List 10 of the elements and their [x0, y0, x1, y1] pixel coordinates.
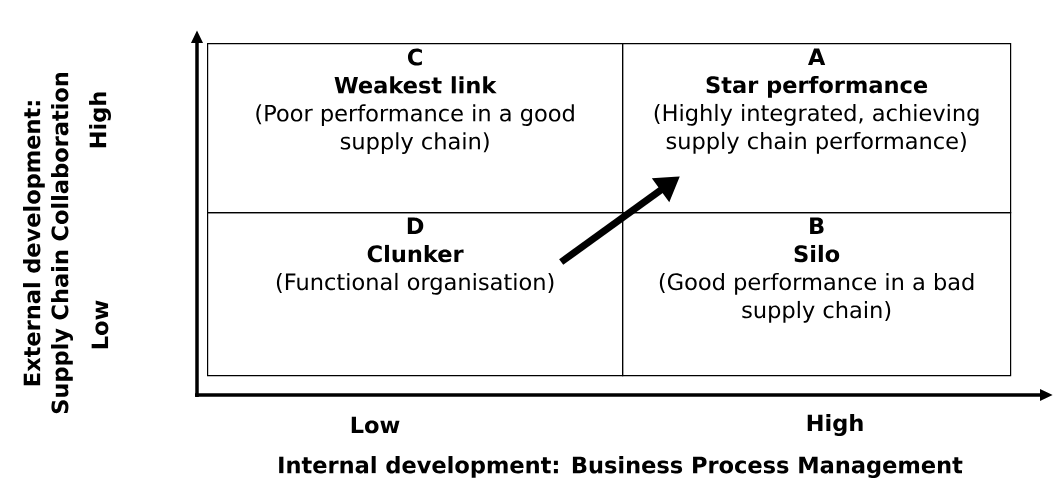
axis-label: Low	[351, 416, 400, 434]
axis-title: External development: Supply Chain Collaboration	[23, 72, 73, 414]
axis-label: Low	[91, 300, 109, 349]
quadrant-box: D Clunker (Functional organisation)	[207, 212, 624, 377]
axis-label: High	[807, 414, 863, 436]
quadrant-box: B Silo (Good performance in a bad supply chain)	[622, 212, 1012, 377]
axis-label: High	[89, 92, 111, 148]
axis-title: Internal development: Business Process Management	[279, 456, 963, 478]
quadrant-box: A Star performance (Highly integrated, achieving supply chain performance)	[622, 43, 1012, 214]
quadrant-box: C Weakest link (Poor performance in a good supply chain)	[207, 43, 624, 214]
